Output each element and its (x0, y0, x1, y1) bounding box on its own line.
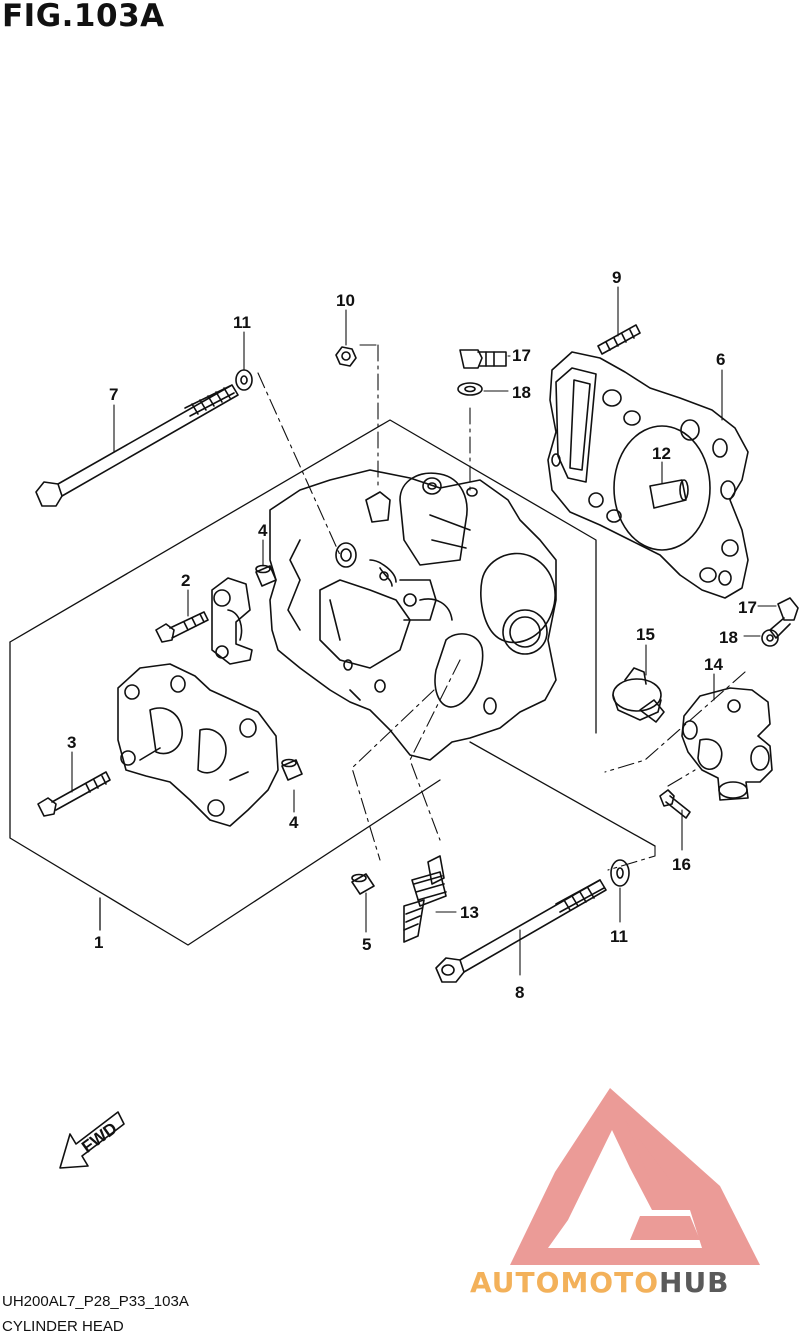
forward-arrow-icon: FWD (59, 1111, 125, 1169)
callout-18-top: 18 (512, 383, 531, 402)
callout-4-bottom: 4 (289, 813, 299, 832)
cam-cap-small (211, 577, 253, 665)
callout-17-top: 17 (512, 346, 531, 365)
part-11-washer-bottom (610, 859, 630, 887)
watermark-word-part1: AUTOMOTO (470, 1266, 659, 1299)
watermark-logo (510, 1088, 760, 1265)
callout-8: 8 (515, 983, 524, 1002)
part-15-thermostat (612, 667, 665, 723)
part-13-spark-plug (403, 855, 447, 943)
part-1-cylinder-head (269, 469, 557, 761)
assembly-outline (9, 419, 656, 946)
part-4-dowel-bottom (281, 758, 303, 781)
callout-9: 9 (612, 268, 621, 287)
part-14-thermostat-housing (681, 687, 773, 801)
callout-12: 12 (652, 444, 671, 463)
part-7-long-bolt (35, 384, 239, 507)
callout-1: 1 (94, 933, 103, 952)
dashed-leader-lines (257, 344, 746, 871)
figure-title: FIG.103A (2, 0, 165, 34)
callout-7: 7 (109, 385, 118, 404)
part-16-bolt (659, 789, 691, 819)
part-17-bolt-top (459, 349, 507, 369)
callout-14: 14 (704, 655, 723, 674)
callout-numbers: 1 2 3 4 4 5 6 7 8 9 10 11 11 12 13 14 15… (67, 268, 757, 1002)
part-5-dowel (351, 873, 375, 895)
part-8-long-bolt (435, 879, 607, 983)
figure-caption: CYLINDER HEAD (2, 1318, 124, 1335)
callout-5: 5 (362, 935, 371, 954)
part-6-gasket (547, 351, 749, 599)
part-3-bolt (37, 771, 111, 817)
part-11-washer-top (235, 369, 253, 391)
callout-18-right: 18 (719, 628, 738, 647)
part-17-bolt-right (769, 597, 799, 639)
part-2-bolt (155, 611, 209, 643)
callout-10: 10 (336, 291, 355, 310)
callout-11-top: 11 (233, 313, 251, 332)
part-12-dowel (649, 479, 689, 509)
callout-17-right: 17 (738, 598, 757, 617)
callout-6: 6 (716, 350, 725, 369)
callout-11-bottom: 11 (610, 927, 628, 946)
watermark-wordmark: AUTOMOTOHUB (470, 1266, 730, 1299)
callout-3: 3 (67, 733, 76, 752)
cam-cap-large (117, 663, 279, 827)
callout-16: 16 (672, 855, 691, 874)
callout-4-top: 4 (258, 521, 268, 540)
callout-15: 15 (636, 625, 655, 644)
part-18-washer-top (457, 382, 483, 396)
callout-13: 13 (460, 903, 479, 922)
svg-text:AUTOMOTOHUB: AUTOMOTOHUB (470, 1266, 730, 1299)
figure-code: UH200AL7_P28_P33_103A (2, 1293, 189, 1310)
part-9-stud (597, 324, 641, 355)
part-10-nut (335, 346, 357, 367)
callout-2: 2 (181, 571, 190, 590)
part-18-washer-right (761, 629, 779, 647)
watermark-word-part2: HUB (659, 1266, 730, 1299)
callout-leaders (71, 286, 777, 976)
